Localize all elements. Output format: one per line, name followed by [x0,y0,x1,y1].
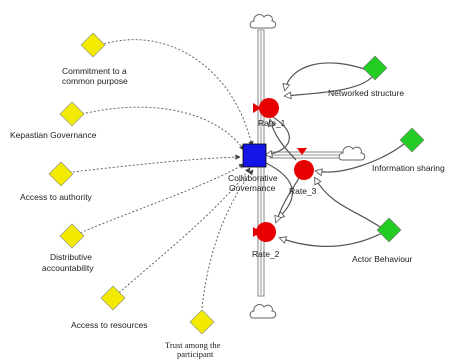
label-distributive-1: Distributive [50,252,92,262]
diamond-commitment[interactable] [80,32,106,58]
label-rate-1: Rate_1 [258,118,286,128]
dotted-links [64,39,254,321]
rate-2-circle[interactable] [256,222,276,242]
label-rate-3: Rate_3 [289,186,317,196]
rate-3-circle[interactable] [294,160,314,180]
label-commitment-1: Commitment to a [62,66,127,76]
label-access-resources: Access to resources [71,320,148,330]
label-trust-1: Trust among the [165,340,221,350]
label-access-authority: Access to authority [20,192,93,202]
cloud-icon [249,13,277,29]
solid-links [263,62,405,247]
label-distributive-2: accountability [42,263,94,273]
rate-1-circle[interactable] [259,98,279,118]
diamond-distributive[interactable] [59,223,85,249]
valve-icon [253,103,261,113]
label-actor: Actor Behaviour [352,254,413,264]
diamond-networked[interactable] [362,55,388,81]
cloud-icon [249,303,277,319]
cloud-icon [338,145,366,161]
label-networked: Networked structure [328,88,404,98]
collaborative-governance-stock[interactable] [242,143,267,168]
label-stock-1: Collaborative [228,173,278,183]
diamond-actor[interactable] [376,217,402,243]
label-trust-2: participant [177,349,214,359]
label-kepastian: Kepastian Governance [10,130,97,140]
diamond-access-resources[interactable] [100,285,126,311]
label-rate-2: Rate_2 [252,249,280,259]
diamond-kepastian[interactable] [59,101,85,127]
diamond-information[interactable] [399,127,425,153]
valve-icon [297,148,307,155]
diamond-access-authority[interactable] [48,161,74,187]
label-commitment-2: common purpose [62,76,128,86]
horizontal-flow [269,151,343,159]
diamond-trust[interactable] [189,309,215,335]
label-information: Information sharing [372,163,445,173]
label-stock-2: Governance [229,183,276,193]
